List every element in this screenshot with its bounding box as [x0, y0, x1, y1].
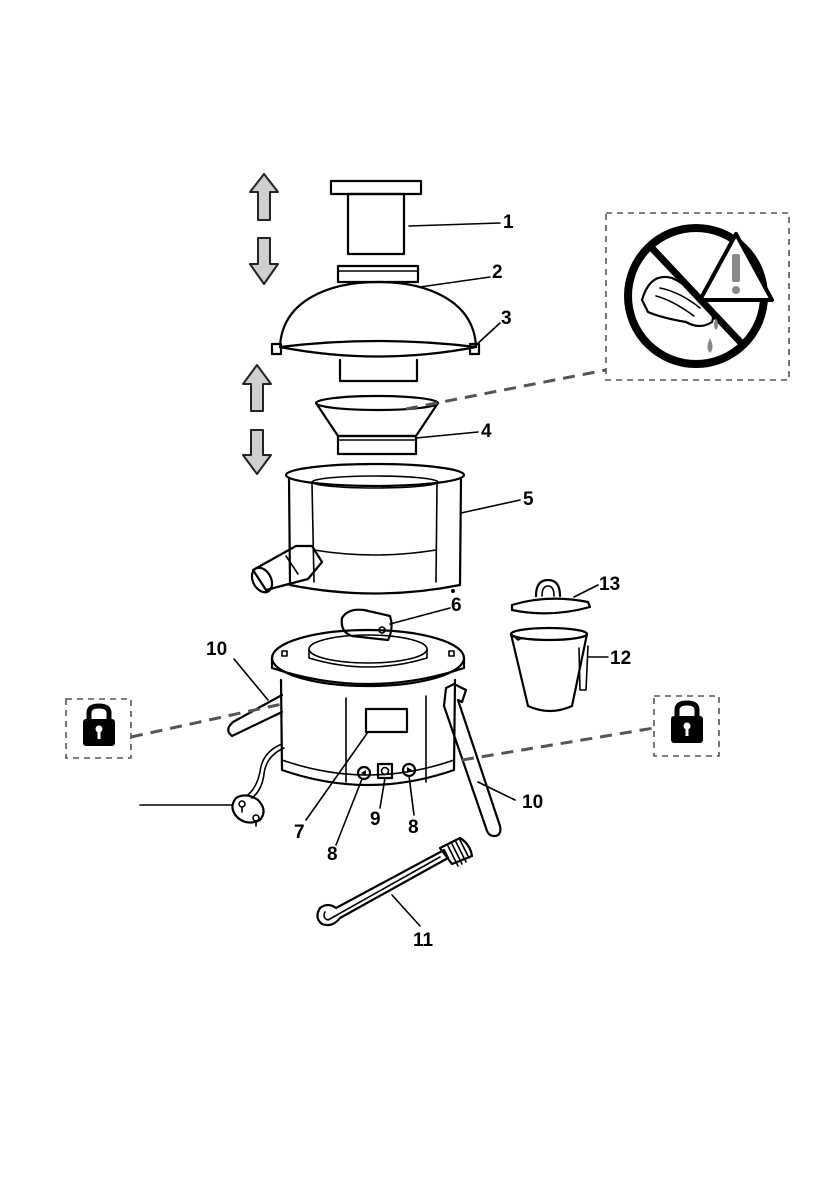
- up-arrow-middle: [243, 365, 271, 411]
- juice-bowl: [248, 464, 464, 596]
- motor-base: [272, 630, 464, 785]
- no-hands-warning-icon: [606, 213, 789, 380]
- power-cord-plug: [232, 744, 284, 826]
- padlock-icon-left: [66, 699, 131, 758]
- up-arrow-top: [250, 174, 278, 220]
- callout-5: 5: [523, 489, 534, 510]
- lock-leader-left: [131, 704, 282, 737]
- warning-leader-line: [406, 370, 606, 409]
- callout-12: 12: [610, 648, 631, 669]
- down-arrow-top: [250, 238, 278, 284]
- padlock-icon-right: [654, 696, 719, 756]
- pusher: [331, 181, 421, 254]
- callout-6: 6: [451, 595, 462, 616]
- display: [366, 709, 407, 732]
- juice-jug: [511, 628, 588, 711]
- callout-10-left: 10: [206, 639, 227, 660]
- callout-2: 2: [492, 262, 503, 283]
- callout-9: 9: [370, 809, 381, 830]
- power-button: [378, 764, 392, 778]
- callout-10-right: 10: [522, 792, 543, 813]
- filter-basket: [316, 396, 438, 454]
- left-button: [358, 767, 370, 779]
- callout-7: 7: [294, 822, 305, 843]
- callout-3: 3: [501, 308, 512, 329]
- down-arrow-middle: [243, 430, 271, 474]
- callout-8-left: 8: [327, 844, 338, 865]
- callout-13: 13: [599, 574, 620, 595]
- callout-1: 1: [503, 212, 514, 233]
- callout-8-right: 8: [408, 817, 419, 838]
- cleaning-brush: [317, 838, 472, 925]
- jug-lid: [512, 580, 590, 613]
- right-button: [403, 764, 415, 776]
- callout-11: 11: [413, 930, 434, 951]
- lock-leader-right: [462, 728, 654, 760]
- callout-4: 4: [481, 421, 492, 442]
